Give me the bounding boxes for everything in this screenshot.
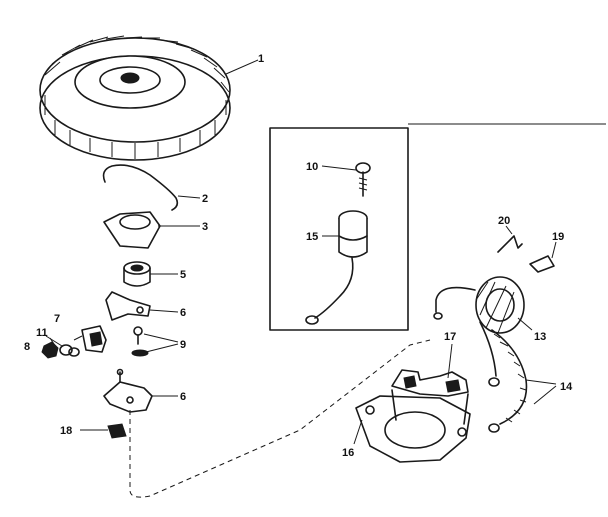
bushing[interactable] bbox=[123, 261, 151, 287]
condenser[interactable] bbox=[305, 210, 368, 325]
callout-1: 1 bbox=[258, 53, 264, 65]
coil-leads[interactable] bbox=[479, 321, 528, 433]
callout-20: 20 bbox=[498, 215, 510, 227]
inset-screw[interactable] bbox=[355, 162, 371, 197]
breaker-arm[interactable] bbox=[105, 291, 151, 321]
callout-3: 3 bbox=[202, 221, 208, 233]
inset-frame bbox=[269, 123, 606, 331]
flywheel[interactable] bbox=[39, 35, 231, 161]
wire-clip[interactable] bbox=[497, 235, 523, 253]
callout-2: 2 bbox=[202, 193, 208, 205]
spring-clip[interactable] bbox=[102, 164, 179, 211]
nut[interactable] bbox=[41, 341, 59, 359]
callout-18: 18 bbox=[60, 425, 72, 437]
callout-19: 19 bbox=[552, 231, 564, 243]
callout-7: 7 bbox=[54, 313, 60, 325]
dashed-connection-line bbox=[129, 339, 431, 498]
cover-plate[interactable] bbox=[103, 211, 161, 249]
contact-bracket[interactable] bbox=[81, 325, 107, 353]
leader-lines bbox=[45, 59, 557, 445]
ignition-coil[interactable] bbox=[433, 276, 525, 334]
callout-6-upper: 6 bbox=[180, 307, 186, 319]
callout-17: 17 bbox=[444, 331, 456, 343]
callout-13: 13 bbox=[534, 331, 546, 343]
callout-11: 11 bbox=[36, 327, 48, 339]
callout-5: 5 bbox=[180, 269, 186, 281]
felt-pad[interactable] bbox=[107, 423, 127, 439]
callout-8: 8 bbox=[24, 341, 30, 353]
callout-16: 16 bbox=[342, 447, 354, 459]
small-tab[interactable] bbox=[529, 255, 555, 273]
screw-and-washer[interactable] bbox=[131, 326, 149, 357]
armature-housing[interactable] bbox=[355, 369, 471, 463]
callout-labels: 1 2 3 5 6 7 11 8 9 6 18 10 15 20 19 13 1… bbox=[24, 53, 573, 459]
callout-10: 10 bbox=[306, 161, 318, 173]
callout-9: 9 bbox=[180, 339, 186, 351]
callout-15: 15 bbox=[306, 231, 318, 243]
base-plate[interactable] bbox=[103, 368, 153, 413]
callout-14: 14 bbox=[560, 381, 573, 393]
callout-6-lower: 6 bbox=[180, 391, 186, 403]
washer[interactable] bbox=[59, 344, 80, 357]
